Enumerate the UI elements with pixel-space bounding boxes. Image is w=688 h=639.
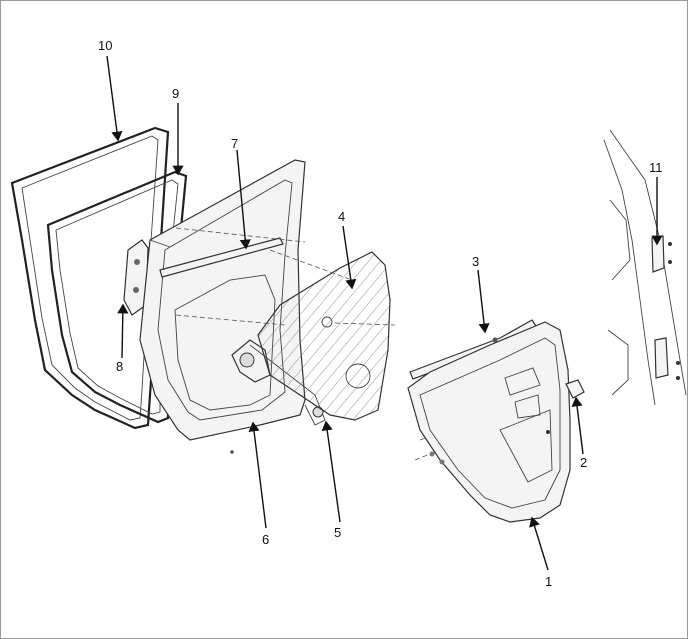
callout-4: 4 <box>338 209 345 224</box>
callout-11: 11 <box>649 160 663 175</box>
door-trim-panel <box>407 321 571 523</box>
callout-7: 7 <box>231 136 238 151</box>
callout-2: 2 <box>580 455 587 470</box>
callout-6: 6 <box>262 532 269 547</box>
callout-3: 3 <box>472 254 479 269</box>
body-hinge-inset <box>603 129 687 406</box>
clip-part <box>565 379 585 399</box>
delta-bracket <box>123 239 149 316</box>
inner-weatherstrip <box>46 170 188 424</box>
callout-5: 5 <box>334 525 341 540</box>
leader-lines <box>106 55 663 571</box>
callout-8: 8 <box>116 359 123 374</box>
outer-weatherstrip <box>10 126 170 430</box>
callout-10: 10 <box>98 38 112 53</box>
callout-1: 1 <box>545 574 552 589</box>
deflector-sheet <box>257 251 391 421</box>
callout-labels: 10 9 7 4 3 8 6 5 1 2 11 <box>98 38 663 589</box>
callout-9: 9 <box>172 86 179 101</box>
